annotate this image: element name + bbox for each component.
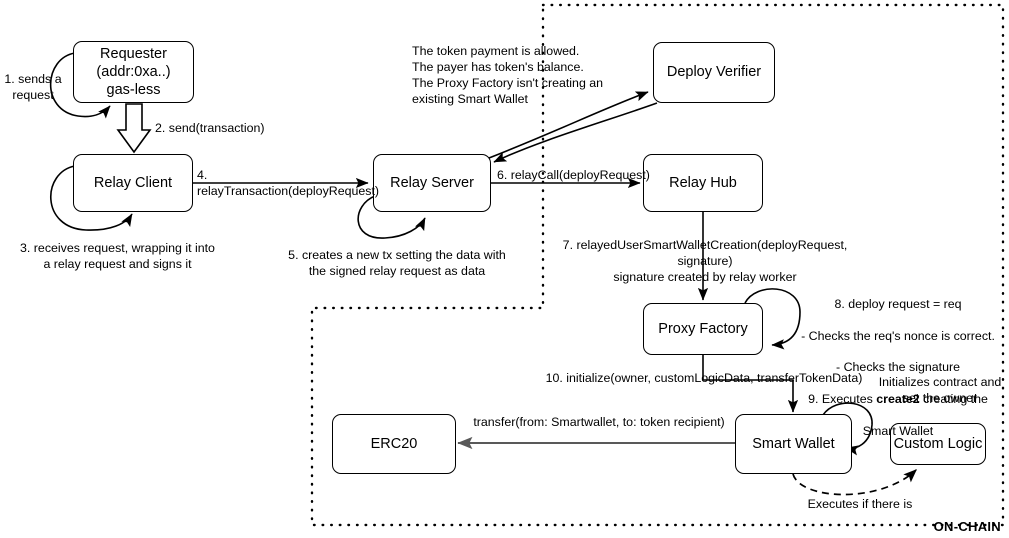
label-step8-9: 8. deploy request = req - Checks the req…: [789, 281, 1007, 456]
label-step3: 3. receives request, wrapping it into a …: [20, 241, 215, 271]
node-custom-logic[interactable]: Custom Logic: [890, 423, 986, 465]
label-step9-post: creating the: [919, 392, 988, 407]
arrow-deploy-verifier-to-relay-server: [493, 102, 658, 163]
node-erc20[interactable]: ERC20: [332, 414, 456, 474]
label-executes-if-there-is: Executes if there is: [807, 497, 913, 511]
arrow-step3-self-loop: [50, 165, 133, 231]
label-step5: 5. creates a new tx setting the data wit…: [288, 248, 506, 278]
label-step8-line2: - Checks the req's nonce is correct.: [801, 328, 995, 343]
label-step2: 2. send(transaction): [155, 121, 265, 135]
node-relay-server[interactable]: Relay Server: [373, 154, 491, 212]
node-deploy-verifier[interactable]: Deploy Verifier: [653, 42, 775, 103]
label-step9-line1: 9. Executes create2 creating the: [789, 392, 1007, 408]
label-transfer: transfer(from: Smartwallet, to: token re…: [473, 415, 725, 429]
arrow-step8-9-self-loop: [744, 288, 801, 350]
label-step7: 7. relayedUserSmartWalletCreation(deploy…: [562, 238, 848, 284]
arrow-step1-self-loop: [49, 52, 111, 119]
node-requester[interactable]: Requester (addr:0xa..) gas-less: [73, 41, 194, 103]
label-initializes-note: Initializes contract and set the owner: [878, 375, 1002, 405]
label-step8-line3: - Checks the signature: [836, 360, 960, 375]
label-step9-line2: Smart Wallet: [862, 423, 934, 438]
label-step6: 6. relayCall(deployRequest): [497, 168, 650, 182]
label-step9-create2: create2: [876, 392, 920, 407]
label-step8-line1: 8. deploy request = req: [834, 296, 962, 311]
label-step9-pre: 9. Executes: [808, 392, 877, 407]
label-on-chain: ON-CHAIN: [933, 519, 1001, 534]
arrow-relay-server-to-deploy-verifier: [488, 91, 649, 159]
label-deploy-verifier-note: The token payment is allowed. The payer …: [412, 44, 604, 106]
arrow-step2-send-transaction: [116, 103, 152, 154]
node-smart-wallet[interactable]: Smart Wallet: [735, 414, 852, 474]
arrow-step10-initialize: [702, 355, 799, 413]
node-relay-hub[interactable]: Relay Hub: [643, 154, 763, 212]
label-step10: 10. initialize(owner, customLogicData, t…: [545, 371, 863, 385]
arrow-smart-wallet-self-loop: [822, 402, 873, 456]
node-relay-client[interactable]: Relay Client: [73, 154, 193, 212]
label-step1: 1. sends a request: [4, 72, 62, 102]
node-proxy-factory[interactable]: Proxy Factory: [643, 303, 763, 355]
label-step4: 4. relayTransaction(deployRequest): [197, 168, 380, 198]
arrow-step5-self-loop: [357, 195, 426, 239]
